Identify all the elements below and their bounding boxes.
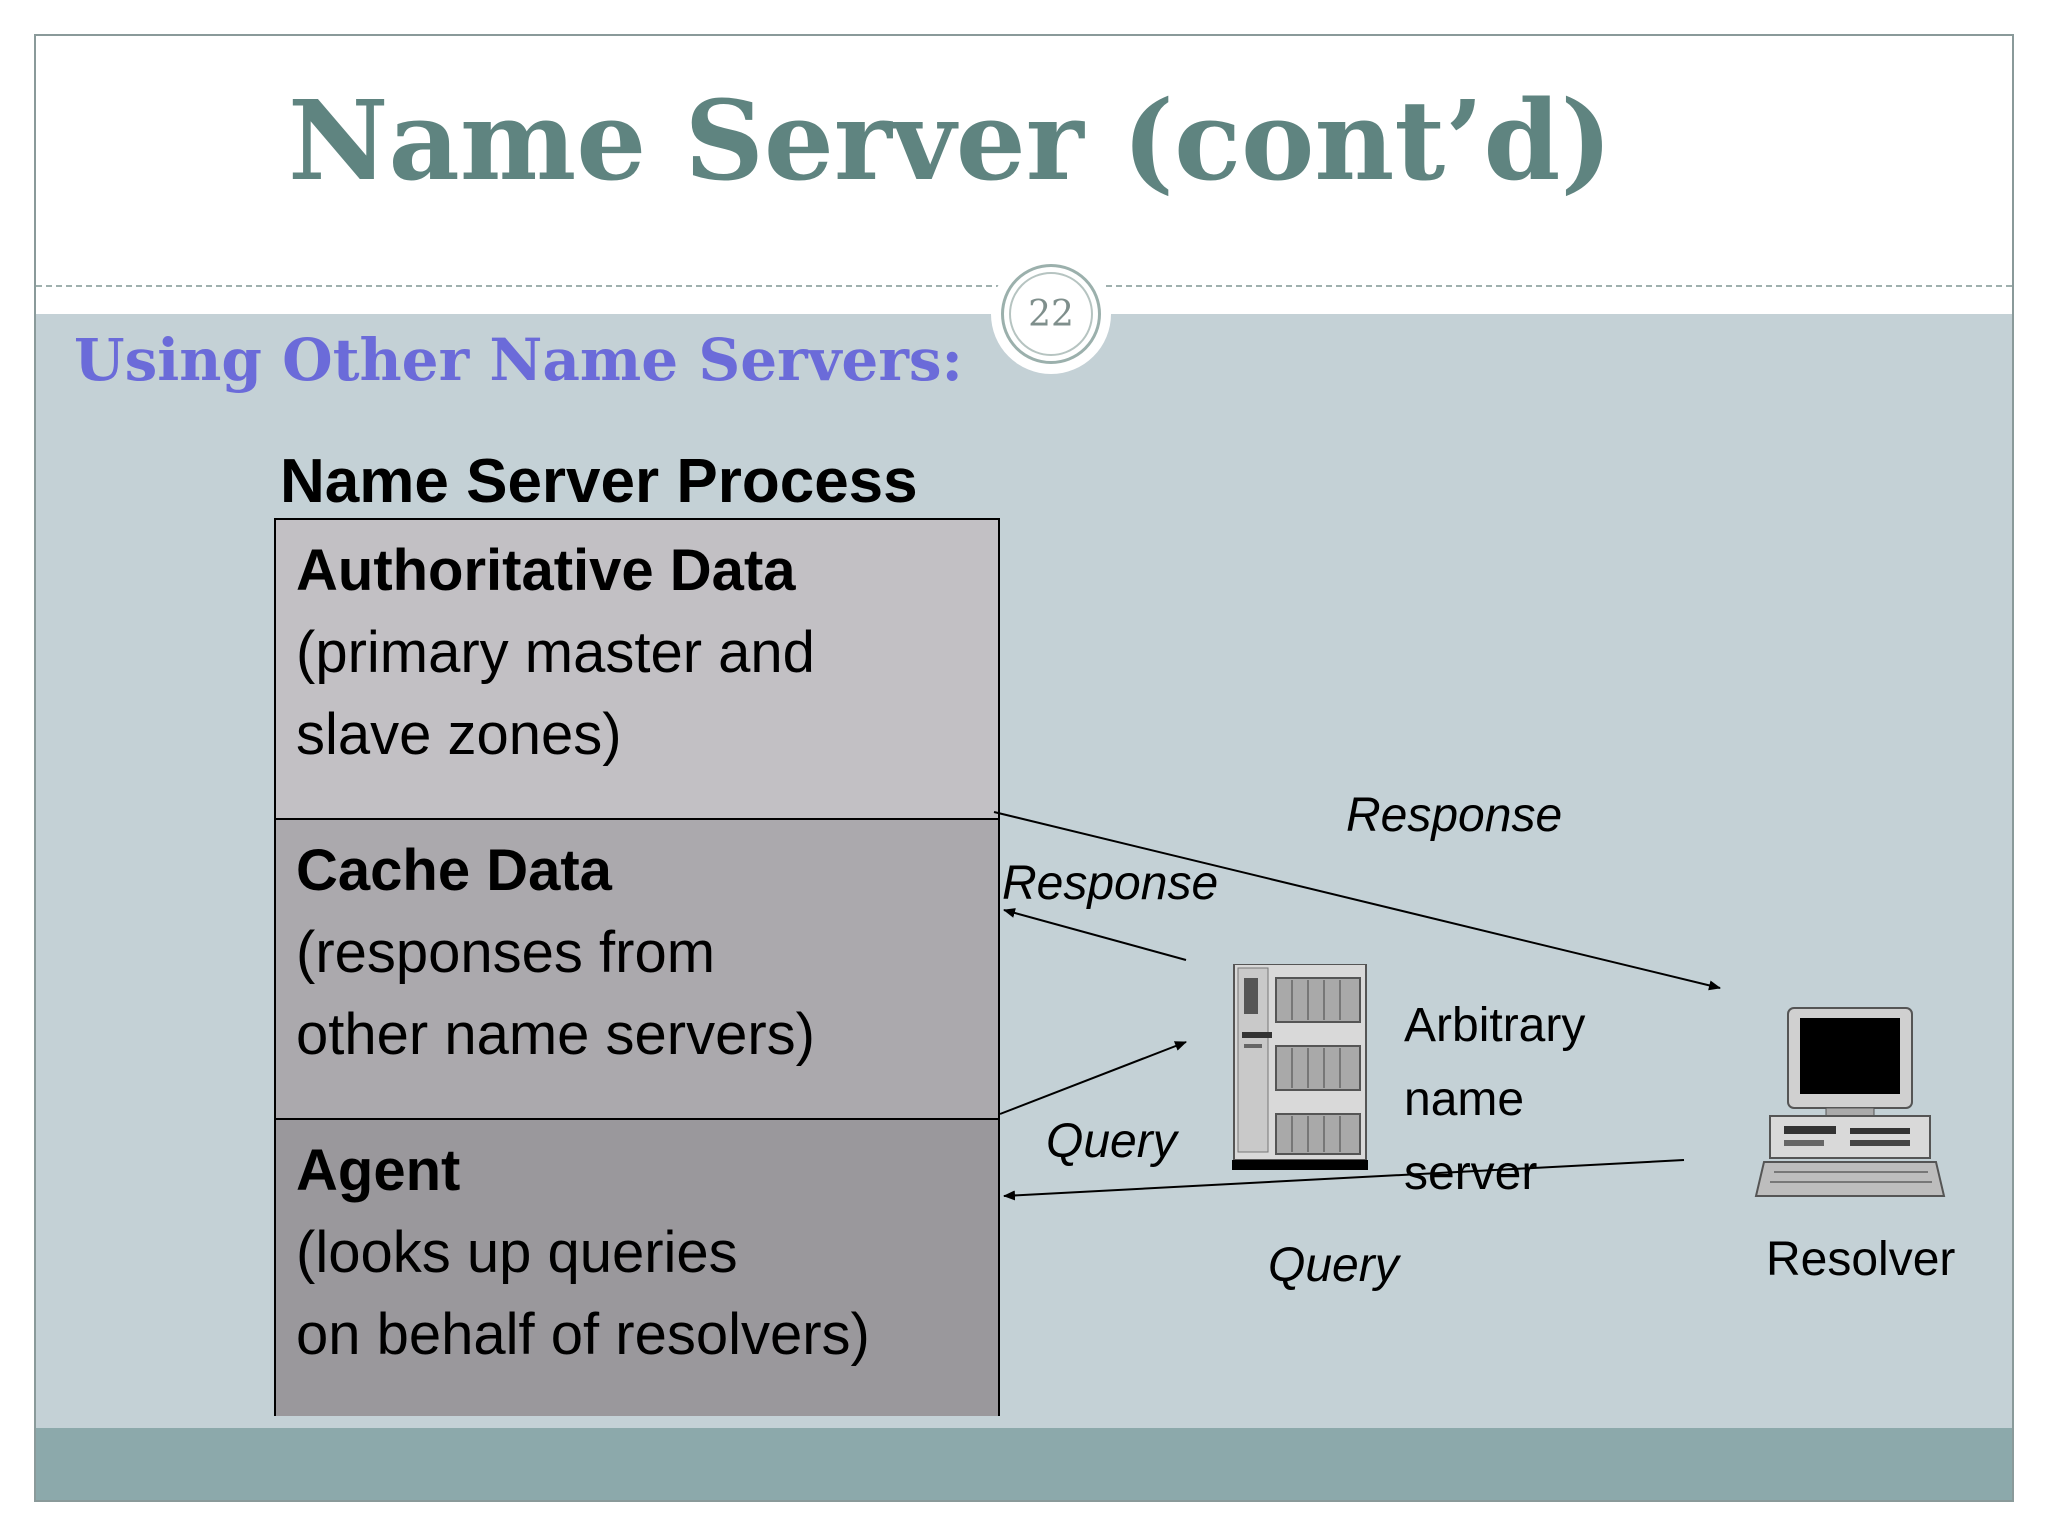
query-label-left: Query: [1046, 1115, 1177, 1168]
server-tower-icon: [1232, 964, 1368, 1170]
query-from-resolver-arrow: [1003, 1159, 1685, 1201]
slide: Name Server (cont’d) 22 Using Other Name…: [34, 34, 2014, 1502]
section-line: (looks up queries: [296, 1220, 738, 1285]
response-to-resolver-arrow: [993, 811, 1721, 991]
agent-section: Agent (looks up queries on behalf of res…: [276, 1118, 998, 1416]
cache-data-section: Cache Data (responses from other name se…: [276, 818, 998, 1118]
section-heading: Agent: [296, 1138, 461, 1203]
section-heading: Authoritative Data: [296, 538, 796, 603]
page-number-badge: 22: [991, 254, 1111, 374]
section-line: other name servers): [296, 1002, 815, 1067]
section-line: on behalf of resolvers): [296, 1302, 870, 1367]
resolver-label: Resolver: [1766, 1233, 1956, 1286]
footer-band: [36, 1428, 2012, 1500]
arbitrary-server-label-1: Arbitrary: [1404, 999, 1586, 1052]
response-from-server-arrow: [1003, 908, 1187, 961]
section-line: slave zones): [296, 702, 622, 767]
name-server-process-box: Authoritative Data (primary master and s…: [274, 518, 1000, 1416]
query-to-server-arrow: [999, 1041, 1187, 1115]
process-title: Name Server Process: [280, 447, 918, 516]
response-label-upper: Response: [1346, 789, 1563, 842]
slide-subtitle: Using Other Name Servers:: [74, 326, 963, 394]
section-heading: Cache Data: [296, 838, 612, 903]
query-label-bottom: Query: [1268, 1239, 1399, 1292]
section-line: (responses from: [296, 920, 716, 985]
section-line: (primary master and: [296, 620, 815, 685]
arbitrary-server-label-3: server: [1404, 1147, 1538, 1200]
response-label-lower: Response: [1002, 857, 1219, 910]
desktop-computer-icon: [1754, 1007, 1946, 1197]
authoritative-data-section: Authoritative Data (primary master and s…: [276, 520, 998, 818]
page-number: 22: [1028, 293, 1074, 335]
slide-title: Name Server (cont’d): [288, 76, 1613, 205]
arrows-layer: [993, 811, 1721, 1201]
arbitrary-server-label-2: name: [1404, 1073, 1525, 1126]
page-number-ring: 22: [1001, 264, 1101, 364]
